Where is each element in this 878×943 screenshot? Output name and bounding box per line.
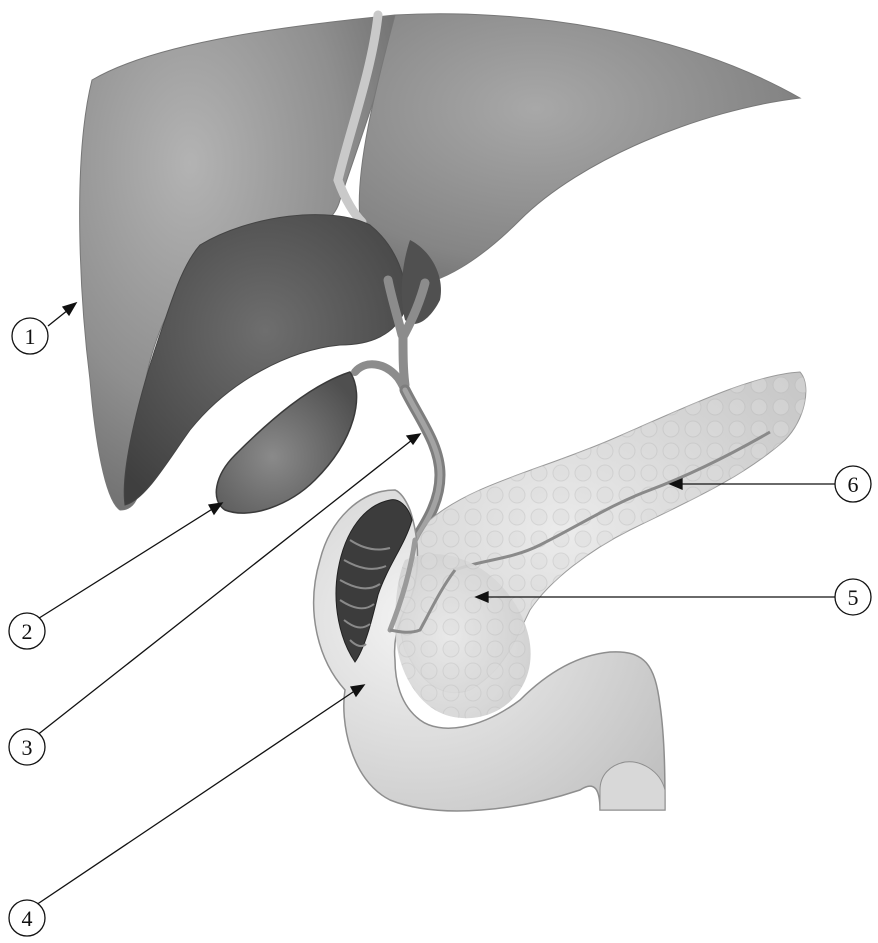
liver-left-lobe — [359, 14, 800, 285]
callout-1-label: 1 — [25, 324, 36, 349]
callout-4: 4 — [9, 900, 45, 936]
leader-line-2 — [36, 508, 214, 620]
gallbladder — [216, 372, 356, 513]
callout-3-label: 3 — [22, 735, 33, 760]
callout-2-label: 2 — [22, 619, 33, 644]
callout-1: 1 — [12, 318, 48, 354]
callout-2: 2 — [9, 613, 45, 649]
common-hepatic-duct — [403, 335, 405, 385]
leader-line-4 — [36, 690, 356, 905]
callout-5-label: 5 — [848, 585, 859, 610]
callout-6: 6 — [835, 466, 871, 502]
callout-3: 3 — [9, 729, 45, 765]
callout-6-label: 6 — [848, 472, 859, 497]
arrowhead-2 — [209, 503, 222, 514]
leader-line-1 — [48, 310, 68, 326]
cystic-duct — [355, 364, 405, 392]
callout-5: 5 — [835, 579, 871, 615]
callout-4-label: 4 — [22, 906, 33, 931]
